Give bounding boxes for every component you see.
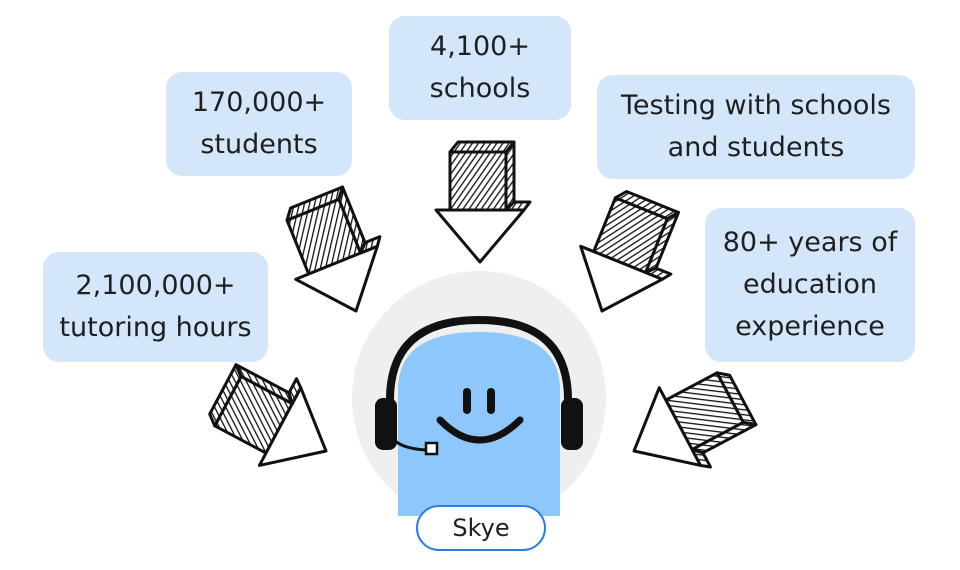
headset-right-ear bbox=[561, 398, 583, 450]
stat-years-line-2: education bbox=[743, 269, 877, 300]
mascot-name: Skye bbox=[452, 514, 510, 542]
stat-schools-line-1: 4,100+ bbox=[430, 31, 530, 62]
stat-years-line-3: experience bbox=[735, 311, 885, 342]
smiling-robot-with-headset-icon bbox=[352, 271, 606, 525]
stat-hours-line-1: 2,100,000+ bbox=[75, 270, 236, 301]
mascot-right-eye bbox=[487, 388, 495, 414]
mascot-smile bbox=[436, 416, 524, 444]
mascot-left-eye bbox=[463, 388, 471, 414]
stat-testing-line-2: and students bbox=[667, 132, 845, 163]
stat-schools-line-2: schools bbox=[429, 73, 531, 104]
arrow-from-testing bbox=[559, 181, 695, 332]
headset-mic-wire bbox=[387, 429, 427, 452]
arrow-from-students bbox=[268, 179, 404, 329]
stat-bubble-schools: 4,100+ schools bbox=[389, 16, 571, 120]
stat-students-line-2: students bbox=[200, 129, 318, 160]
stat-bubble-students: 170,000+ students bbox=[166, 72, 352, 176]
stat-students-line-1: 170,000+ bbox=[191, 87, 327, 118]
arrow-from-schools bbox=[434, 140, 532, 264]
stat-hours-line-2: tutoring hours bbox=[59, 312, 252, 343]
headset-band bbox=[386, 315, 572, 404]
stat-testing-line-1: Testing with schools bbox=[621, 90, 891, 121]
mascot-name-tag: Skye bbox=[416, 505, 546, 551]
headset-left-ear bbox=[375, 398, 397, 450]
stat-years-line-1: 80+ years of bbox=[722, 227, 898, 258]
headset-mic bbox=[424, 441, 439, 456]
stat-bubble-years-experience: 80+ years of education experience bbox=[705, 208, 915, 362]
stat-bubble-testing: Testing with schools and students bbox=[597, 75, 915, 179]
arrow-from-years-experience bbox=[611, 354, 765, 497]
arrow-from-tutoring-hours bbox=[197, 349, 351, 492]
stat-bubble-tutoring-hours: 2,100,000+ tutoring hours bbox=[43, 252, 268, 362]
mascot-body bbox=[398, 332, 560, 516]
